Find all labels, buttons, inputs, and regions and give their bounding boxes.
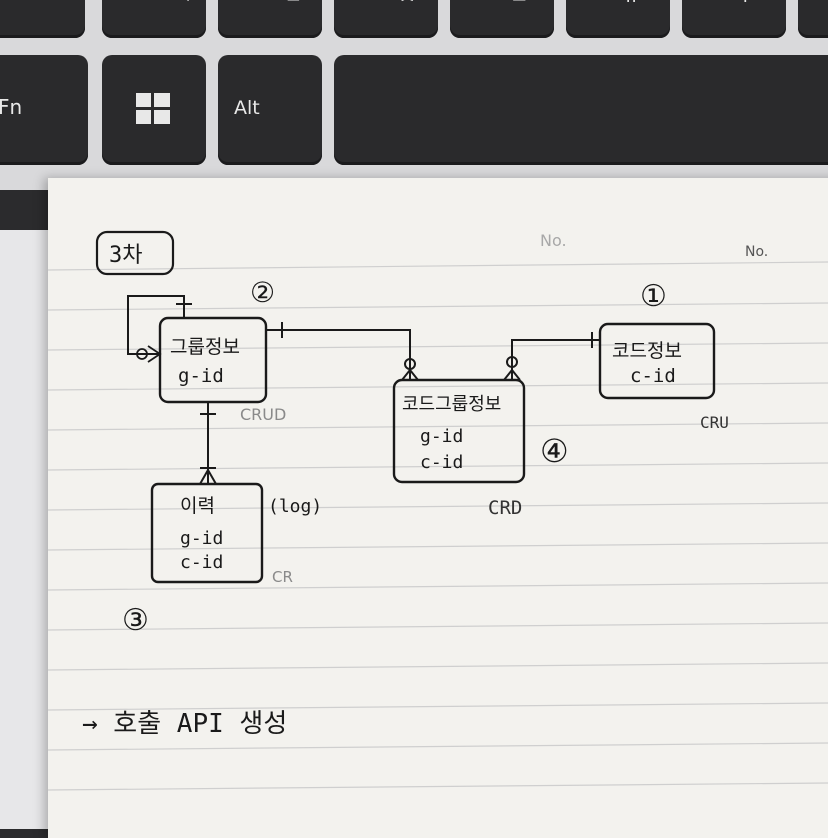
group-info-name: 그룹정보 bbox=[170, 336, 240, 358]
relationship-lines bbox=[199, 322, 600, 485]
history-attr-1: g-id bbox=[180, 528, 223, 549]
entity-group-info bbox=[158, 316, 268, 404]
key-alt[interactable]: Alt bbox=[218, 55, 322, 165]
key-alt-label: Alt bbox=[234, 97, 260, 119]
code-info-name: 코드정보 bbox=[612, 340, 682, 362]
key-top-8[interactable] bbox=[798, 0, 828, 38]
key-top-3[interactable]: ㅌ bbox=[218, 0, 322, 38]
keyboard: ㅋ ㅌ ㅊ ㅍ ㅠ ㅜ Fn Alt bbox=[0, 0, 828, 190]
entity-code-group-info bbox=[392, 378, 526, 484]
group-info-perm: CRUD bbox=[240, 405, 286, 424]
key-space[interactable] bbox=[334, 55, 828, 165]
key-top-6[interactable]: ㅠ bbox=[566, 0, 670, 38]
marker-4: ④ bbox=[540, 432, 569, 470]
desk-strip bbox=[0, 230, 48, 829]
footer-note: → 호출 API 생성 bbox=[82, 709, 287, 739]
history-name: 이력 bbox=[180, 495, 215, 517]
key-top-6-label: ㅠ bbox=[622, 0, 640, 9]
windows-logo-icon bbox=[136, 93, 170, 129]
code-group-info-attr-2: c-id bbox=[420, 452, 463, 473]
history-attr-2: c-id bbox=[180, 552, 223, 573]
no-label-print: No. bbox=[745, 244, 768, 260]
code-info-attr: c-id bbox=[630, 365, 676, 387]
key-top-1[interactable] bbox=[0, 0, 85, 38]
group-info-attr: g-id bbox=[178, 365, 224, 387]
key-top-4[interactable]: ㅊ bbox=[334, 0, 438, 38]
key-top-2[interactable]: ㅋ bbox=[102, 0, 206, 38]
no-label: No. bbox=[540, 231, 567, 250]
code-group-info-name: 코드그룹정보 bbox=[402, 394, 501, 415]
key-top-5[interactable]: ㅍ bbox=[450, 0, 554, 38]
note-title: 3차 bbox=[109, 243, 143, 268]
key-top-5-label: ㅍ bbox=[510, 0, 528, 9]
key-windows[interactable] bbox=[102, 55, 206, 165]
code-group-info-attr-1: g-id bbox=[420, 426, 463, 447]
title-box bbox=[95, 230, 175, 276]
ruled-lines bbox=[47, 261, 828, 791]
key-top-2-label: ㅋ bbox=[174, 0, 192, 9]
history-perm: CR bbox=[272, 568, 293, 586]
key-fn-label: Fn bbox=[0, 95, 23, 119]
key-top-4-label: ㅊ bbox=[398, 0, 416, 9]
key-top-7-label: ㅜ bbox=[736, 0, 754, 9]
notebook-page bbox=[48, 178, 828, 838]
key-top-7[interactable]: ㅜ bbox=[682, 0, 786, 38]
key-fn[interactable]: Fn bbox=[0, 55, 88, 165]
marker-2: ② bbox=[250, 276, 275, 309]
marker-1: ① bbox=[640, 279, 667, 314]
code-group-info-perm: CRD bbox=[488, 497, 522, 519]
history-extra: (log) bbox=[268, 496, 322, 517]
key-top-3-label: ㅌ bbox=[284, 0, 302, 9]
entity-code-info bbox=[598, 322, 716, 400]
code-info-perm: CRU bbox=[700, 413, 729, 432]
marker-3: ③ bbox=[122, 603, 149, 638]
